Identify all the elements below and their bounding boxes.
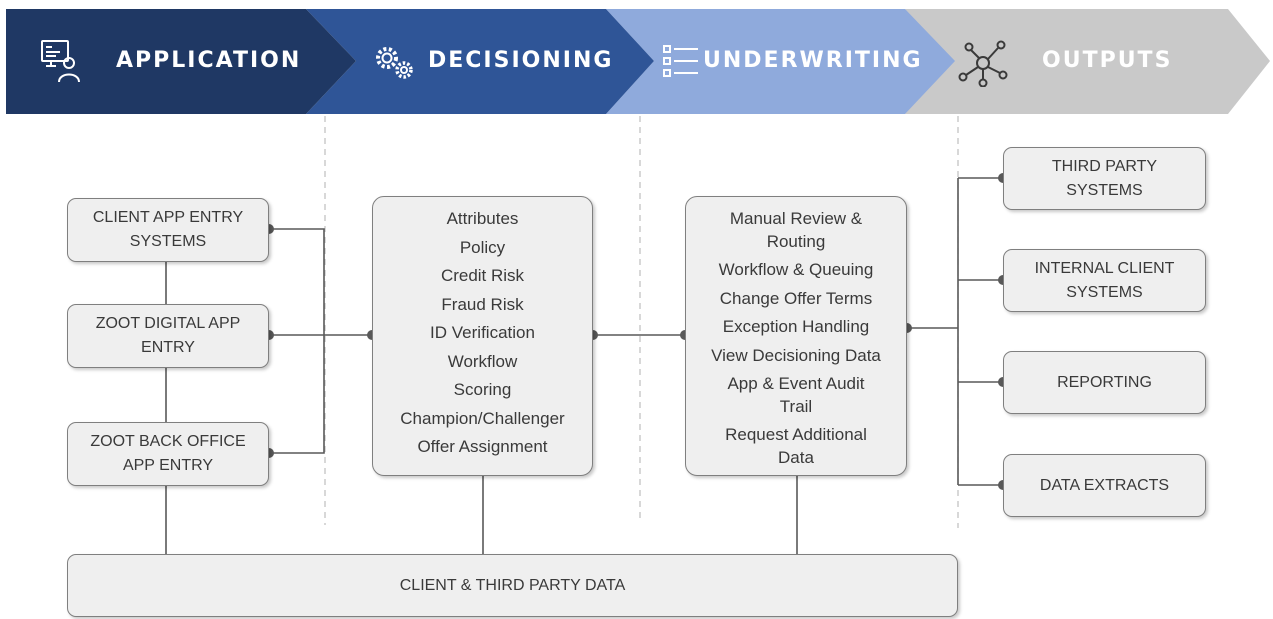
stage-label-underwriting: UNDERWRITING	[703, 48, 923, 73]
item-line: Trail	[779, 397, 813, 416]
item-line: Data	[778, 448, 814, 467]
chevron-outputs	[905, 9, 1270, 114]
network-icon	[958, 40, 1008, 87]
box-label-line1: DATA EXTRACTS	[1039, 476, 1170, 494]
decisioning-item: Fraud Risk	[441, 294, 524, 314]
box-label-line2: ENTRY	[141, 339, 195, 356]
chevron-underwriting	[606, 9, 955, 114]
connectors	[165, 177, 1003, 554]
item-line: Routing	[766, 232, 826, 251]
decisioning-item: Scoring	[453, 380, 512, 399]
box-label-line2: APP ENTRY	[122, 457, 214, 474]
underwriting-item: Change Offer Terms	[719, 288, 873, 308]
box-label-line1: REPORTING	[1057, 373, 1152, 391]
data-source-label: CLIENT & THIRD PARTY DATA	[399, 576, 626, 594]
decisioning-item: Credit Risk	[440, 266, 525, 285]
application-box-zoot-back-office: ZOOT BACK OFFICE APP ENTRY	[67, 422, 269, 486]
decisioning-item: ID Verification	[430, 323, 535, 342]
decisioning-item: Attributes	[446, 209, 519, 228]
decisioning-item: Offer Assignment	[417, 437, 548, 456]
underwriting-item: View Decisioning Data	[711, 345, 881, 365]
box-label-line2: SYSTEMS	[129, 233, 207, 250]
output-box-data-extracts: DATA EXTRACTS	[1003, 454, 1206, 517]
box-label-line1: ZOOT DIGITAL APP	[95, 315, 241, 332]
item-line: Request Additional	[725, 425, 867, 444]
box-label-line1: THIRD PARTY	[1051, 157, 1158, 175]
output-box-internal-client: INTERNAL CLIENT SYSTEMS	[1003, 249, 1206, 312]
box-label-line1: CLIENT APP ENTRY	[92, 209, 244, 226]
decisioning-item: Champion/Challenger	[400, 408, 565, 428]
box-label-line1: INTERNAL CLIENT	[1034, 259, 1175, 277]
box-label-line2: SYSTEMS	[1066, 283, 1143, 301]
application-box-client-app-entry: CLIENT APP ENTRY SYSTEMS	[67, 198, 269, 262]
box-label-line1: ZOOT BACK OFFICE	[90, 433, 246, 450]
box-label-line2: SYSTEMS	[1066, 181, 1143, 199]
output-box-third-party: THIRD PARTY SYSTEMS	[1003, 147, 1206, 210]
item-line: App & Event Audit	[727, 374, 865, 393]
stage-label-outputs: OUTPUTS	[1042, 48, 1173, 73]
item-line: Manual Review &	[729, 209, 863, 228]
stage-label-application: APPLICATION	[116, 48, 302, 73]
underwriting-item: Workflow & Queuing	[718, 260, 874, 279]
chevron-application	[6, 9, 356, 114]
data-source-bar: CLIENT & THIRD PARTY DATA	[67, 554, 958, 617]
decisioning-item: Policy	[459, 237, 506, 257]
underwriting-item: Exception Handling	[722, 317, 870, 336]
stage-label-decisioning: DECISIONING	[428, 48, 614, 73]
output-box-reporting: REPORTING	[1003, 351, 1206, 414]
chevron-decisioning	[306, 9, 654, 114]
underwriting-box: Manual Review & Routing Workflow & Queuin…	[685, 196, 907, 476]
underwriting-item: Manual Review & Routing	[686, 205, 906, 256]
decisioning-item: Workflow	[447, 351, 518, 371]
checklist-icon	[663, 45, 698, 77]
gears-icon	[376, 47, 413, 79]
application-box-zoot-digital: ZOOT DIGITAL APP ENTRY	[67, 304, 269, 368]
decisioning-box: Attributes Policy Credit Risk Fraud Risk…	[372, 196, 593, 476]
applicant-screen-icon	[41, 40, 80, 83]
